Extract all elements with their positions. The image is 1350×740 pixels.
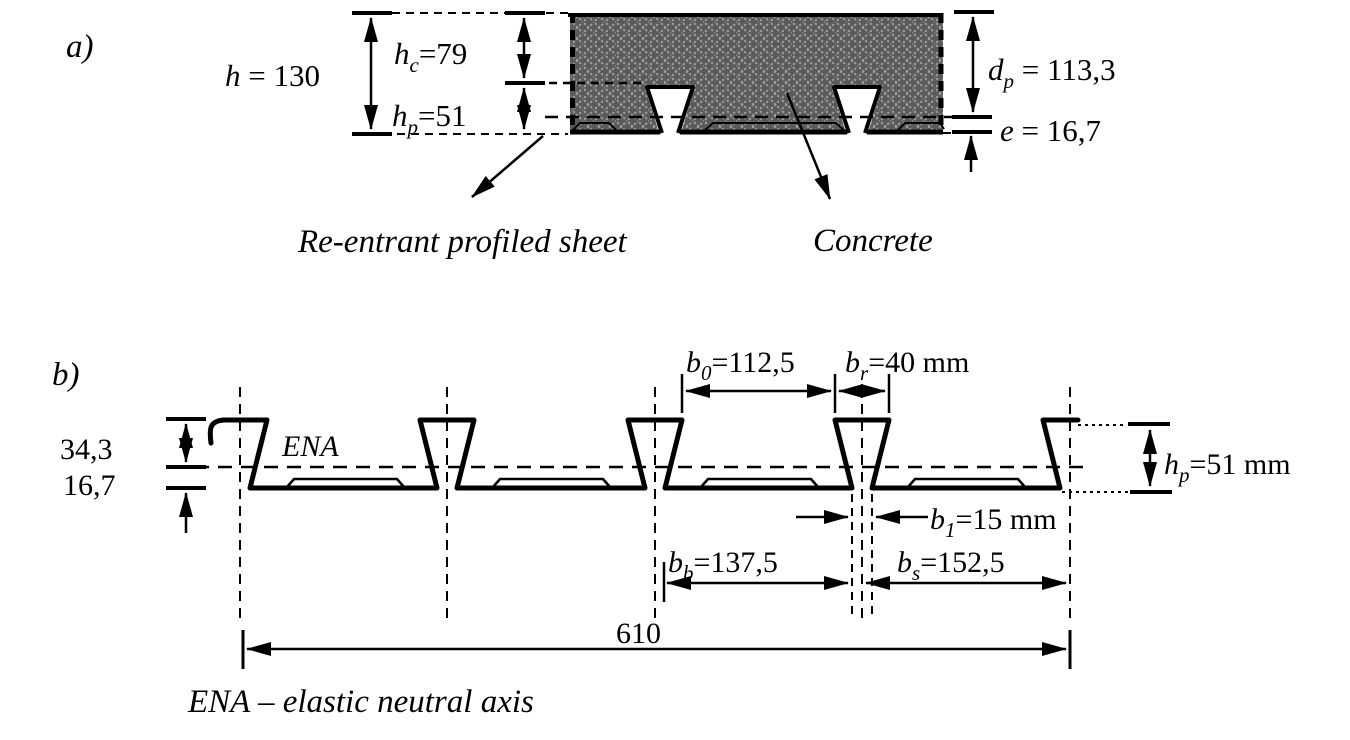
dim-bb-var: b [668, 546, 683, 579]
dim-hp-a-rest: =51 [418, 98, 466, 133]
dim-b1-sub: 1 [945, 518, 956, 542]
dim-b0-rest: =112,5 [712, 346, 795, 379]
dim-hc-rest: =79 [419, 36, 467, 71]
dim-label-e: e = 16,7 [1000, 113, 1101, 148]
dim-label-hc: hc=79 [394, 36, 467, 77]
dim-label-hp-a: hp=51 [392, 98, 466, 139]
dim-label-b0: b0=112,5 [686, 346, 795, 385]
sheet-embossment-b4 [907, 477, 1026, 488]
dim-label-bb: bb=137,5 [668, 546, 778, 585]
leader-sheet [471, 135, 544, 198]
dim-hp-b-sub: p [1177, 463, 1190, 487]
profiled-sheet-outline [207, 417, 1081, 491]
dim-h-var: h [225, 58, 241, 93]
dim-e-rest: = 16,7 [1014, 113, 1101, 148]
dim-label-hp-b: hp=51 mm [1164, 448, 1291, 487]
dim-br-sub: r [860, 361, 869, 385]
concrete-slab-hatch [570, 13, 943, 133]
dim-label-dp: dp = 113,3 [988, 52, 1116, 93]
dim-dp-var: d [988, 52, 1004, 87]
dim-label-bs: bs=152,5 [897, 546, 1005, 585]
sheet-embossment-a2 [704, 122, 845, 131]
callout-sheet-label: Re-entrant profiled sheet [297, 224, 628, 260]
figure-a: a) h = 130 hc=79 hp=51 dp = 113,3 e = 16… [66, 10, 1116, 260]
dim-label-h: h = 130 [225, 58, 320, 93]
figure-b: b) 34,3 16,7 ENA b0=112,5 br=40 mm b1=15… [52, 346, 1291, 720]
callout-concrete-label: Concrete [813, 223, 933, 259]
dim-label-b1: b1=15 mm [930, 503, 1057, 542]
dim-dp-sub: p [1002, 69, 1015, 93]
dim-e-var: e [1000, 113, 1014, 148]
dim-bb-rest: =137,5 [694, 546, 778, 579]
dim-hp-b-rest: =51 mm [1190, 448, 1291, 481]
sheet-embossment-b3 [700, 477, 819, 488]
dim-hp-b-var: h [1164, 448, 1179, 481]
dim-dp-rest: = 113,3 [1014, 52, 1116, 87]
ena-label: ENA [281, 430, 339, 463]
sheet-rib-outline-2 [832, 85, 882, 134]
dim-hp-a-var: h [392, 98, 408, 133]
dim-b0-sub: 0 [701, 361, 712, 385]
sheet-embossment-a1 [572, 122, 617, 131]
figure-b-label: b) [52, 357, 80, 393]
dim-hp-a-sub: p [406, 115, 419, 139]
dim-bs-rest: =152,5 [920, 546, 1004, 579]
sheet-rib-outline-1 [645, 85, 695, 134]
dim-bs-var: b [897, 546, 912, 579]
dim-bs-sub: s [912, 561, 920, 585]
dim-b0-var: b [686, 346, 701, 379]
ena-caption: ENA – elastic neutral axis [187, 684, 534, 720]
dim-bb-sub: b [683, 561, 694, 585]
sheet-embossment-a3 [897, 122, 945, 131]
dim-hc-var: h [394, 36, 410, 71]
dim-h-rest: = 130 [241, 58, 320, 93]
dim-label-610: 610 [616, 617, 661, 650]
dim-hc-sub: c [410, 53, 420, 77]
dim-b1-rest: =15 mm [956, 503, 1057, 536]
leader-concrete [785, 92, 832, 200]
dim-label-167: 16,7 [63, 469, 116, 502]
dim-br-var: b [845, 346, 860, 379]
dim-br-rest: =40 mm [868, 346, 969, 379]
dim-label-343: 34,3 [60, 433, 113, 466]
dim-label-br: br=40 mm [845, 346, 969, 385]
sheet-embossment-b2 [492, 477, 611, 488]
sheet-embossment-b1 [286, 477, 405, 488]
figure-a-label: a) [66, 29, 94, 65]
dim-b1-var: b [930, 503, 945, 536]
